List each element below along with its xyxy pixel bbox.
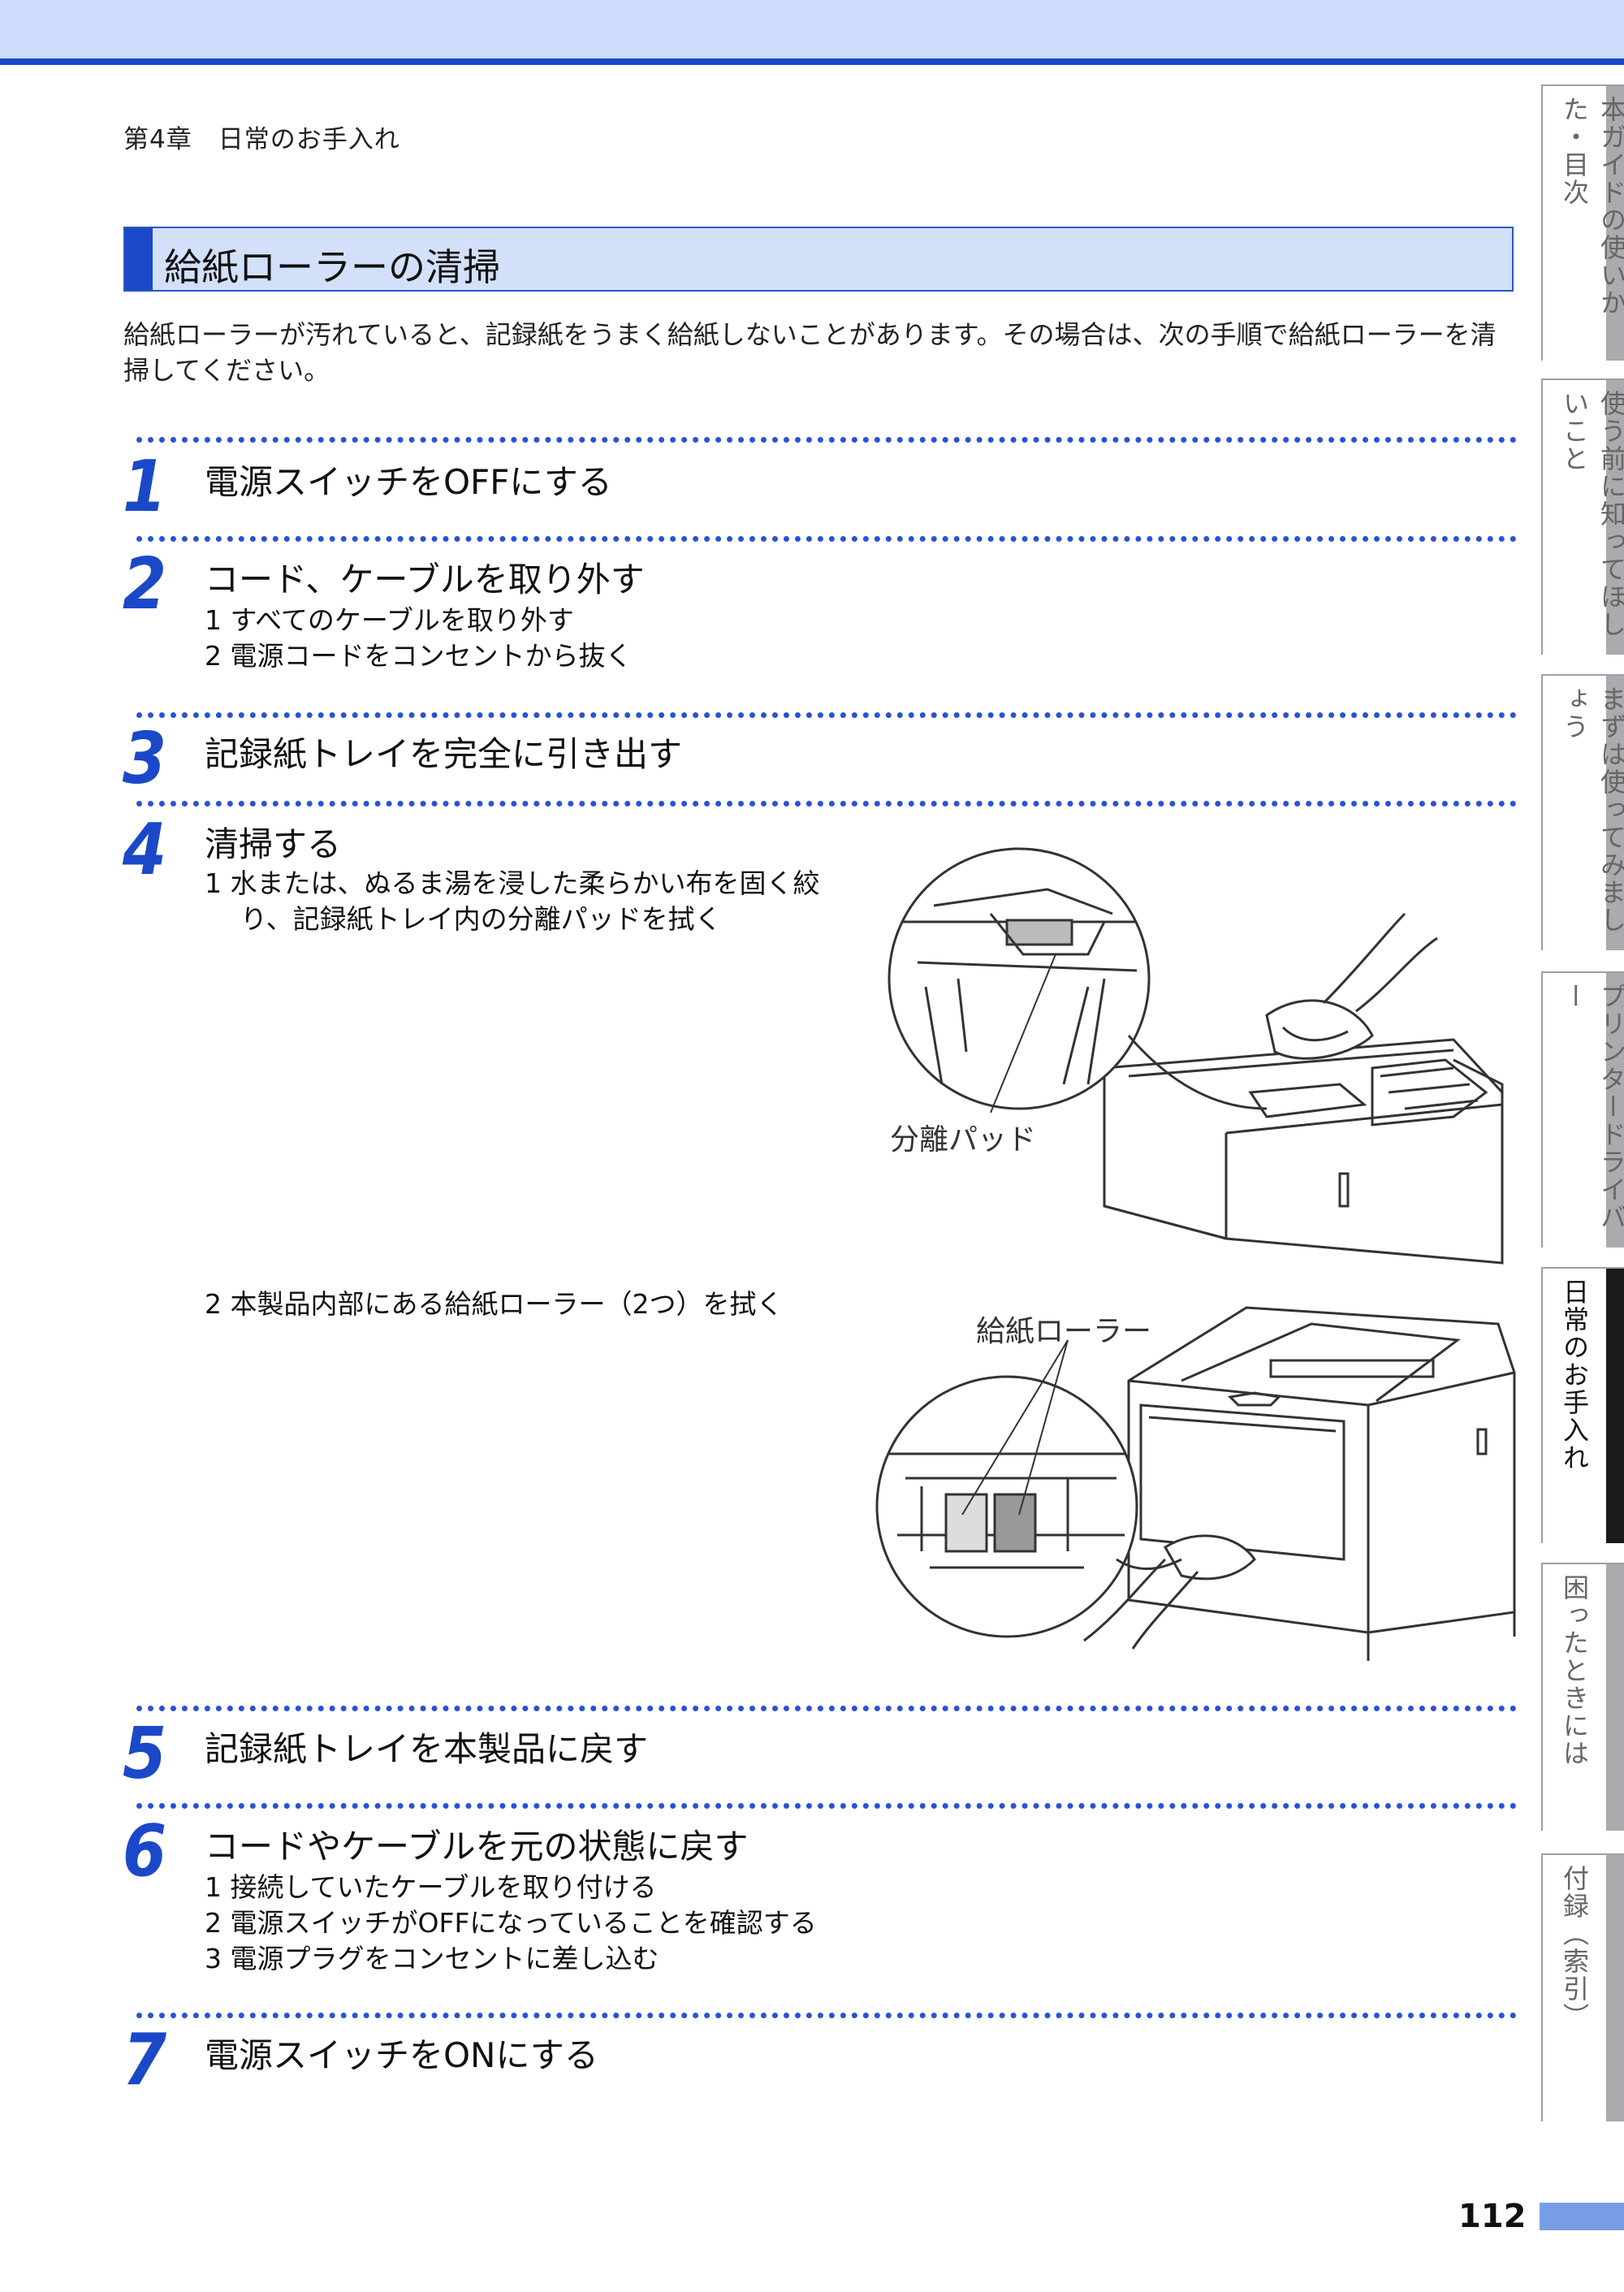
side-tab-label: 困ったときには (1559, 1574, 1590, 1767)
side-tab-label: 日常のお手入れ (1559, 1278, 1590, 1472)
intro-paragraph: 給紙ローラーが汚れていると、記録紙をうまく給紙しないことがあります。その場合は、… (123, 319, 1497, 386)
page-number-bar (1540, 2203, 1624, 2230)
step-title: コードやケーブルを元の状態に戻す (205, 1827, 749, 1866)
step-substep: 1 接続していたケーブルを取り付ける (205, 1871, 657, 1903)
side-tab-label: 付録（索引） (1559, 1865, 1590, 2030)
step-divider (136, 712, 1517, 718)
section-title-box: 給紙ローラーの清掃 (123, 227, 1514, 292)
step-substep-continued: り、記録紙トレイ内の分離パッドを拭く (240, 903, 722, 935)
feed-roller-caption: 給紙ローラー (976, 1315, 1152, 1348)
side-tab-label: まずは使ってみましょう (1559, 685, 1624, 934)
section-title: 給紙ローラーの清掃 (164, 245, 500, 289)
step-title: 電源スイッチをOFFにする (205, 462, 612, 502)
side-tab-label: 本ガイドの使いかた・目次 (1559, 96, 1624, 317)
step-divider (136, 1706, 1517, 1711)
step-number: 2 (122, 543, 167, 626)
side-tab-maintenance[interactable]: 日常のお手入れ (1541, 1267, 1624, 1543)
step-substep: 2 電源コードをコンセントから抜く (205, 640, 633, 672)
step-number: 1 (122, 446, 167, 529)
step-title: 記録紙トレイを本製品に戻す (205, 1729, 649, 1769)
side-tab-appendix-index[interactable]: 付録（索引） (1541, 1853, 1624, 2121)
section-title-accent (125, 228, 153, 290)
step-title: コード、ケーブルを取り外す (205, 560, 645, 599)
page-number: 112 (1458, 2198, 1527, 2235)
step-divider (136, 536, 1517, 542)
step-number: 3 (122, 718, 167, 801)
top-band (0, 0, 1624, 58)
step-title: 記録紙トレイを完全に引き出す (205, 734, 683, 774)
step-divider (136, 801, 1517, 807)
step-title: 電源スイッチをONにする (205, 2035, 598, 2075)
feed-roller-illustration (875, 1306, 1516, 1661)
step-number: 4 (122, 809, 167, 892)
step-divider (136, 437, 1517, 443)
step-title: 清掃する (205, 824, 342, 864)
side-tab-label: プリンタードライバー (1559, 983, 1624, 1231)
step-number: 5 (122, 1713, 167, 1796)
step-substep: 1 水または、ぬるま湯を浸した柔らかい布を固く絞 (205, 867, 820, 899)
step-number: 7 (122, 2019, 167, 2102)
side-tab-troubleshooting[interactable]: 困ったときには (1541, 1563, 1624, 1831)
side-tab-before-use[interactable]: 使う前に知ってほしいこと (1541, 378, 1624, 655)
step-substep: 1 すべてのケーブルを取り外す (205, 604, 574, 636)
step-divider (136, 2013, 1517, 2018)
step-divider (136, 1803, 1517, 1809)
step-substep: 3 電源プラグをコンセントに差し込む (205, 1943, 659, 1974)
separation-pad-illustration (888, 847, 1504, 1265)
side-tab-label: 使う前に知ってほしいこと (1559, 390, 1624, 638)
step-number: 6 (122, 1810, 167, 1893)
top-rule (0, 58, 1624, 65)
side-tab-getting-started[interactable]: まずは使ってみましょう (1541, 674, 1624, 950)
step-substep: 2 電源スイッチがOFFになっていることを確認する (205, 1907, 817, 1939)
side-tab-printer-driver[interactable]: プリンタードライバー (1541, 971, 1624, 1248)
side-tab-guide-toc[interactable]: 本ガイドの使いかた・目次 (1541, 84, 1624, 361)
step-substep: 2 本製品内部にある給紙ローラー（2つ）を拭く (205, 1288, 784, 1320)
chapter-heading: 第4章 日常のお手入れ (123, 125, 400, 154)
separation-pad-caption: 分離パッド (890, 1123, 1037, 1157)
